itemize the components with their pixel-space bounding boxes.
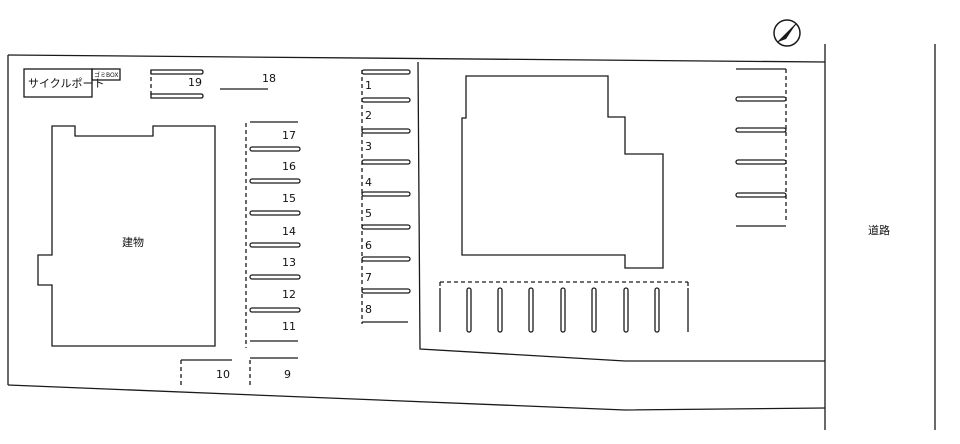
second-building [461, 75, 664, 269]
parking-column-right [735, 68, 787, 227]
parking-column-left: 17 16 15 14 13 12 11 [245, 121, 301, 348]
north-arrow-icon [773, 19, 801, 47]
space-number: 19 [188, 76, 202, 89]
cycle-port-label: サイクルポート [28, 77, 104, 90]
space-number: 2 [365, 109, 372, 122]
space-number: 7 [365, 271, 372, 284]
space-number: 1 [365, 79, 372, 92]
space-number: 16 [282, 160, 296, 173]
space-number: 14 [282, 225, 296, 238]
site-boundary [7, 44, 936, 430]
space-number: 15 [282, 192, 296, 205]
space-number: 18 [262, 72, 276, 85]
building-label: 建物 [122, 235, 144, 249]
space-number: 6 [365, 239, 372, 252]
garbage-box: ゴミBOX [91, 68, 121, 81]
space-number: 8 [365, 303, 372, 316]
parking-spaces-top: 19 18 [150, 69, 276, 99]
space-number: 13 [282, 256, 296, 269]
garbage-box-label: ゴミBOX [94, 71, 118, 79]
road-label: 道路 [868, 223, 890, 237]
cycle-port: サイクルポート [23, 68, 104, 98]
parking-spaces-bottom: 10 9 [180, 357, 298, 386]
space-number: 10 [216, 368, 230, 381]
parking-row-bottom-right [439, 281, 689, 333]
space-number: 12 [282, 288, 296, 301]
main-building: 建物 [37, 125, 216, 347]
space-number: 4 [365, 176, 372, 189]
parking-column-center: 1 2 3 4 5 6 7 8 [361, 69, 411, 324]
space-number: 3 [365, 140, 372, 153]
space-number: 9 [284, 368, 291, 381]
space-number: 5 [365, 207, 372, 220]
space-number: 17 [282, 129, 296, 142]
space-number: 11 [282, 320, 296, 333]
